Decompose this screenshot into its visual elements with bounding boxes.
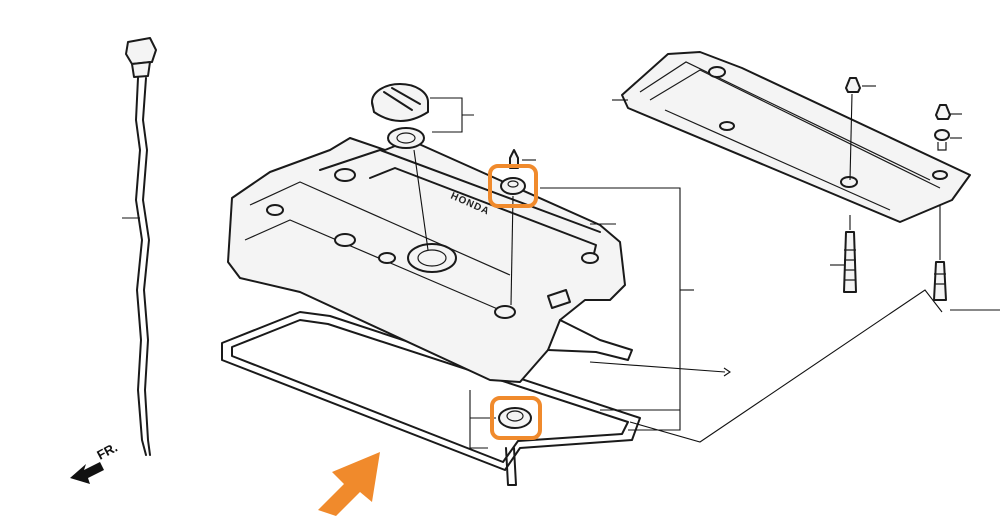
- cylinder-head-cover: HONDA: [227, 137, 633, 383]
- cover-stud-left: [830, 215, 857, 293]
- filler-cap-seal: [387, 127, 425, 149]
- oil-dipstick: [122, 37, 157, 456]
- indicator-arrow: [318, 452, 380, 516]
- cover-washer-right: [934, 129, 962, 151]
- front-label: FR.: [94, 440, 120, 463]
- front-direction-arrow: FR.: [70, 440, 120, 484]
- ignition-coil-cover: [612, 51, 971, 223]
- sealing-washer-lower: [498, 407, 532, 429]
- cover-cap-nut-right: [935, 104, 962, 120]
- sealing-washer-upper: [500, 177, 526, 195]
- cover-stud-right: [933, 205, 1000, 311]
- valve-cover-gasket: [221, 311, 641, 471]
- oil-filler-cap: [371, 83, 429, 122]
- highlight-lower-washer: [490, 396, 542, 440]
- highlight-upper-washer: [488, 164, 538, 208]
- cover-cap-nut-left: [845, 77, 876, 181]
